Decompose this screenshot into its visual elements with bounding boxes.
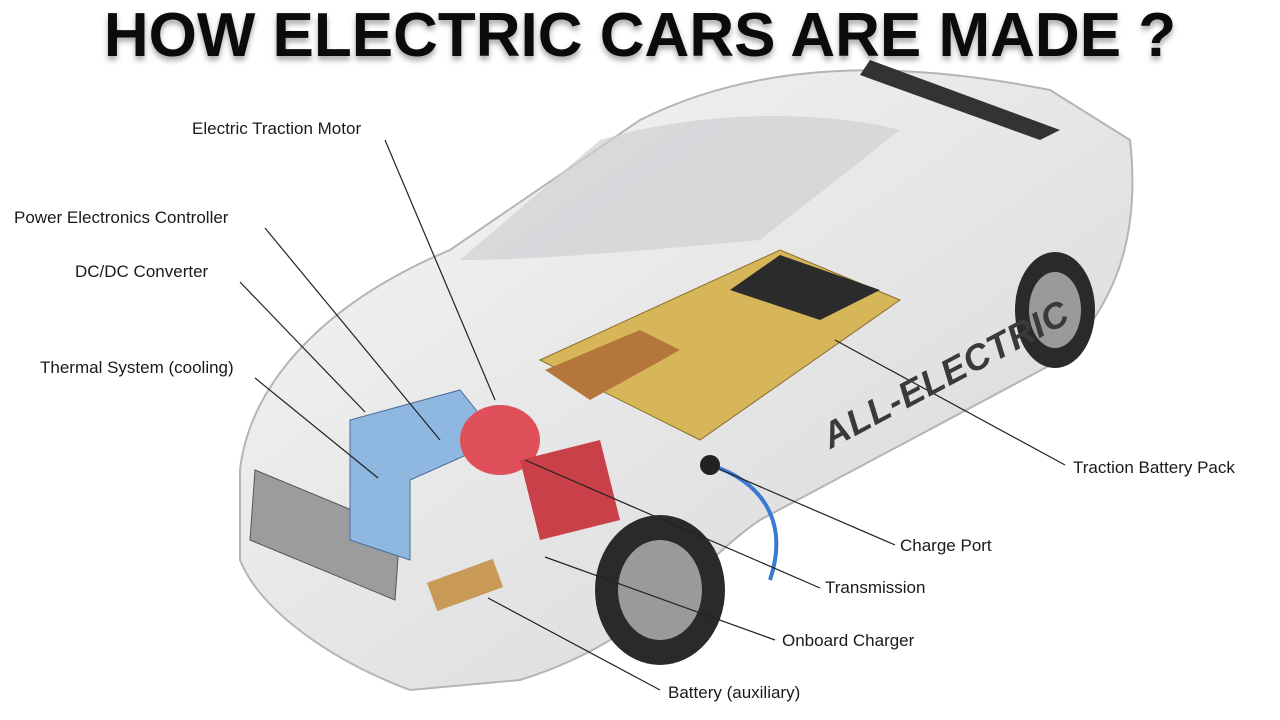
leader-lines [239,139,1066,691]
label-power-electronics-controller: Power Electronics Controller [14,208,229,227]
label-battery-auxiliary: Battery (auxiliary) [668,683,801,702]
roof-antenna [860,60,1060,140]
video-title: HOW ELECTRIC CARS ARE MADE ? [103,1,1177,70]
label-traction-battery-pack: Traction Battery Pack [1073,458,1235,477]
label-transmission: Transmission [825,578,926,597]
charge-cable [709,463,779,581]
motor [460,405,540,475]
aux-battery [426,558,504,612]
transmission [520,440,620,540]
label-charge-port: Charge Port [900,536,992,555]
label-dcdc-converter: DC/DC Converter [75,262,209,281]
windshield [460,116,900,260]
label-thermal-system: Thermal System (cooling) [40,358,234,377]
label-electric-traction-motor: Electric Traction Motor [192,119,362,138]
label-onboard-charger: Onboard Charger [782,631,915,650]
